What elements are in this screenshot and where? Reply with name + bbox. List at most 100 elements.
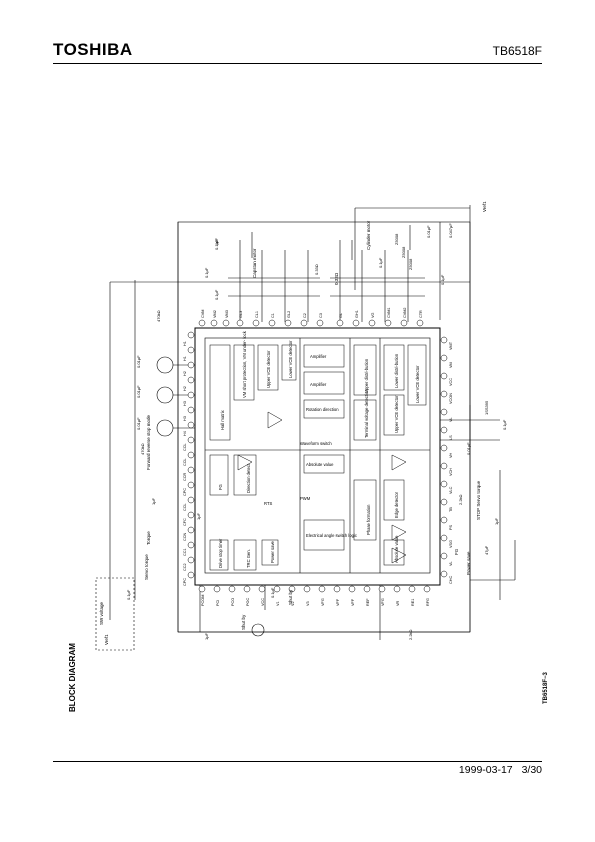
block-label: Lower VCE detector xyxy=(415,365,420,403)
footer-page: 3/30 xyxy=(521,764,542,776)
pin-label: VR xyxy=(396,600,400,606)
pin-label: CL1 xyxy=(255,311,259,318)
external-label: Power save xyxy=(466,551,471,575)
pin-label: H4 xyxy=(183,431,187,436)
pin-label: VCC xyxy=(449,378,453,386)
block-label: FG xyxy=(218,484,223,490)
component-value: 1μF xyxy=(214,237,219,245)
footer-date: 1999-03-17 xyxy=(458,764,513,776)
block-label: Edge detector xyxy=(394,491,399,518)
pin-label: GL3 xyxy=(239,311,243,318)
block-label: Terminal voltage detection xyxy=(364,389,369,438)
external-label: Cylinder motor xyxy=(366,220,371,250)
component-value: 470kΩ xyxy=(156,310,161,322)
pin-label: VFF xyxy=(336,598,340,606)
pin-label: VFG xyxy=(381,598,385,606)
pin-label: PCI xyxy=(216,600,220,606)
external-label: 0.33Ω xyxy=(334,272,339,285)
external-label: FG xyxy=(454,548,459,555)
block-label: Amplifier xyxy=(310,382,327,387)
block-label: TRC Gen. xyxy=(246,549,251,568)
component-value: 1SS395 xyxy=(484,400,489,415)
pin-label: C2 xyxy=(303,313,307,318)
external-label: Vref1 xyxy=(482,201,487,212)
pin-label: VCH xyxy=(449,468,453,476)
block-label: Amplifier xyxy=(310,354,327,359)
pin-label: VM xyxy=(449,362,453,368)
pin-label: CCL xyxy=(183,443,187,451)
component-value: 0.047μF xyxy=(448,223,453,238)
pin-label: VSG xyxy=(449,540,453,548)
pin-label: H3 xyxy=(183,416,187,421)
component-value: 2.2kΩ xyxy=(458,494,463,505)
component-value: 0.01μF xyxy=(136,417,141,430)
pin-label: GH1 xyxy=(355,310,359,318)
external-label: Capstan motor xyxy=(252,248,257,278)
block-label: Waveform switch xyxy=(300,441,332,446)
component-value: 1μF xyxy=(204,632,209,640)
block-label: VM short protection, VM under- lock xyxy=(242,330,247,398)
component-value: 0.01μF xyxy=(466,442,471,455)
pin-label: PS xyxy=(449,524,453,530)
pin-label: CVM2 xyxy=(403,307,407,318)
pin-label: VG xyxy=(371,312,375,318)
pin-label: CVM1 xyxy=(387,307,391,318)
pin-label: CC1 xyxy=(183,548,187,556)
component-value: 0.1μF xyxy=(502,419,507,430)
pin-label: TB xyxy=(449,507,453,512)
component-value: 1μF xyxy=(151,497,156,505)
component-value: 0.1μF xyxy=(440,274,445,285)
pin-label: CCL xyxy=(183,503,187,511)
pin-label: CHC xyxy=(449,576,453,584)
pin-label: VM2 xyxy=(213,310,217,318)
pin-label: VM3 xyxy=(225,310,229,318)
pin-label: REF xyxy=(366,598,370,606)
component-value: 0.01μF xyxy=(426,225,431,238)
pin-label: PCOM xyxy=(201,595,205,606)
component-value: 470kΩ xyxy=(140,443,145,455)
component-value: Z5008 xyxy=(408,258,413,270)
pin-label: CTR xyxy=(419,310,423,318)
block-label: Hall matrix xyxy=(220,409,225,430)
block-label: PWM xyxy=(300,496,311,501)
block-label: Power save xyxy=(270,540,275,563)
external-label: Shut by xyxy=(241,614,246,630)
component-value: 0.1μF xyxy=(378,257,383,268)
pin-label: CCN xyxy=(183,533,187,541)
pin-label: C1 xyxy=(271,313,275,318)
pin-label: VMT xyxy=(449,341,453,350)
component-value: 1μF xyxy=(494,517,499,525)
component-value: 1μF xyxy=(196,512,201,520)
pin-label: PCO xyxy=(231,598,235,606)
block-label: Upper VCE detector xyxy=(266,350,271,388)
component-value: 0.1μF xyxy=(204,267,209,278)
pin-label: CFC xyxy=(183,518,187,526)
pin-label: V3 xyxy=(306,601,310,606)
header-rule xyxy=(53,63,542,64)
block-label: Absolute value xyxy=(394,535,399,563)
block-label: Upper distri-bution xyxy=(364,358,369,393)
pin-label: RFG xyxy=(426,598,430,606)
external-label: Vref1 xyxy=(104,634,109,645)
pin-label: H1 xyxy=(183,356,187,361)
external-label: Torque xyxy=(146,531,151,545)
block-label: Absolute value xyxy=(306,462,334,467)
pin-label: LS xyxy=(449,435,453,440)
component-value: Z5008 xyxy=(401,246,406,258)
pin-label: CC2 xyxy=(183,563,187,571)
pin-label: CVM xyxy=(201,310,205,318)
block-label: Rotation direction xyxy=(306,407,339,412)
pin-label: GL xyxy=(339,313,343,318)
pin-label: POC xyxy=(246,598,250,606)
pin-label: CCL xyxy=(183,458,187,466)
component-value: 0.33Ω xyxy=(314,264,319,275)
external-label: Shut by xyxy=(288,589,293,605)
external-label: Servo torque xyxy=(144,554,149,580)
component-value: 0.1μF xyxy=(126,589,131,600)
pin-label: VLC xyxy=(449,486,453,494)
pin-label: CPC xyxy=(183,578,187,586)
block-label: Phase formation xyxy=(366,504,371,535)
component-value: 0.1μF xyxy=(270,587,275,598)
component-value: 0.01μF xyxy=(136,355,141,368)
